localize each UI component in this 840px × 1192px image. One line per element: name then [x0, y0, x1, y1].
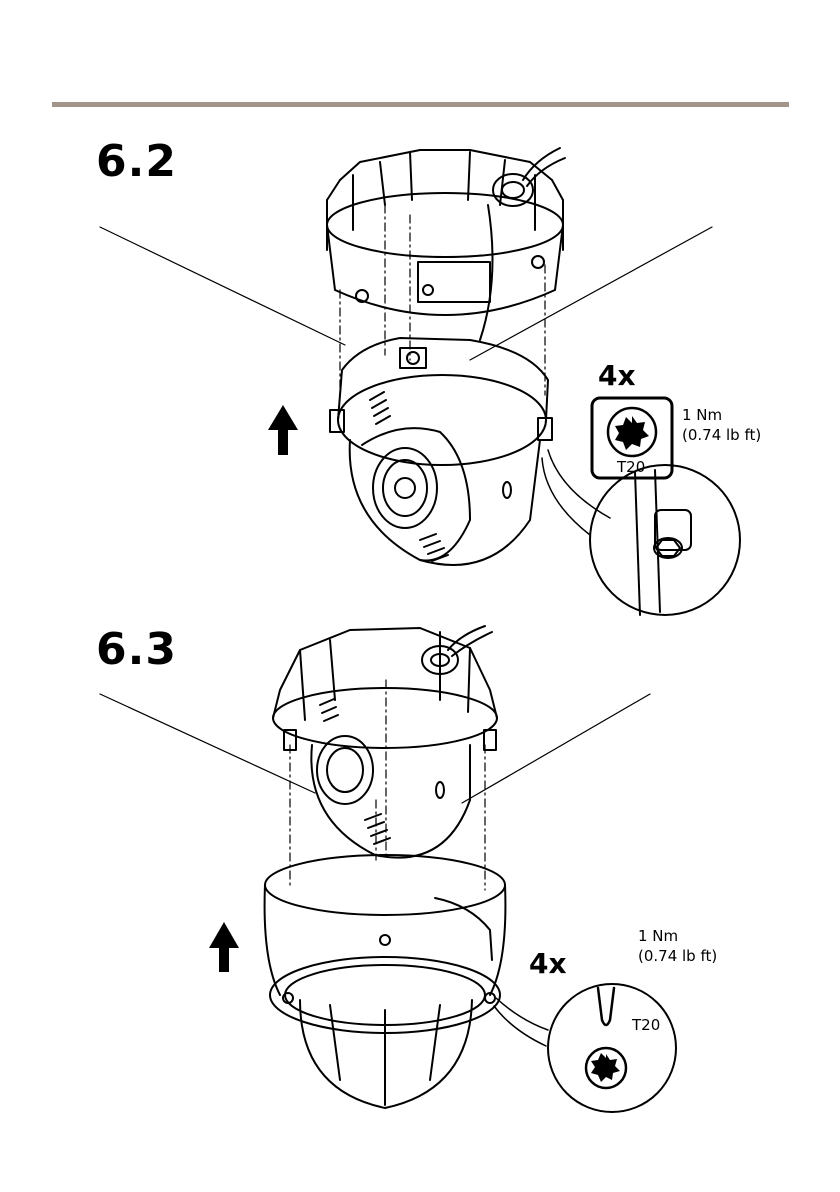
torx-head-icon	[615, 416, 649, 450]
torque-imperial: (0.74 lb ft)	[682, 425, 761, 445]
leader-lines-6-2	[100, 227, 712, 360]
tool-label: T20	[632, 1018, 660, 1033]
torx-driver-icon	[598, 988, 614, 1025]
guide-lines-6-2	[340, 205, 545, 395]
camera-unit-6-2	[330, 338, 552, 565]
torque-metric: 1 Nm	[682, 405, 761, 425]
mounting-bracket-6-2	[327, 148, 565, 340]
mounted-assembly-6-3	[273, 626, 497, 858]
step-number: 6.2	[96, 140, 177, 184]
quantity-label: 4x	[598, 362, 636, 390]
torx-head-icon	[591, 1053, 620, 1082]
dome-cover-6-3	[265, 855, 506, 1108]
lift-arrow-6-3[interactable]	[209, 922, 239, 972]
torque-spec: 1 Nm (0.74 lb ft)	[682, 405, 761, 445]
torque-metric: 1 Nm	[638, 926, 717, 946]
step-number: 6.3	[96, 628, 177, 672]
torque-spec: 1 Nm (0.74 lb ft)	[638, 926, 717, 966]
detail-callout-6-3	[494, 984, 676, 1112]
quantity-label: 4x	[529, 950, 567, 978]
torque-imperial: (0.74 lb ft)	[638, 946, 717, 966]
tool-label: T20	[617, 460, 645, 475]
lift-arrow-6-2[interactable]	[268, 405, 298, 455]
